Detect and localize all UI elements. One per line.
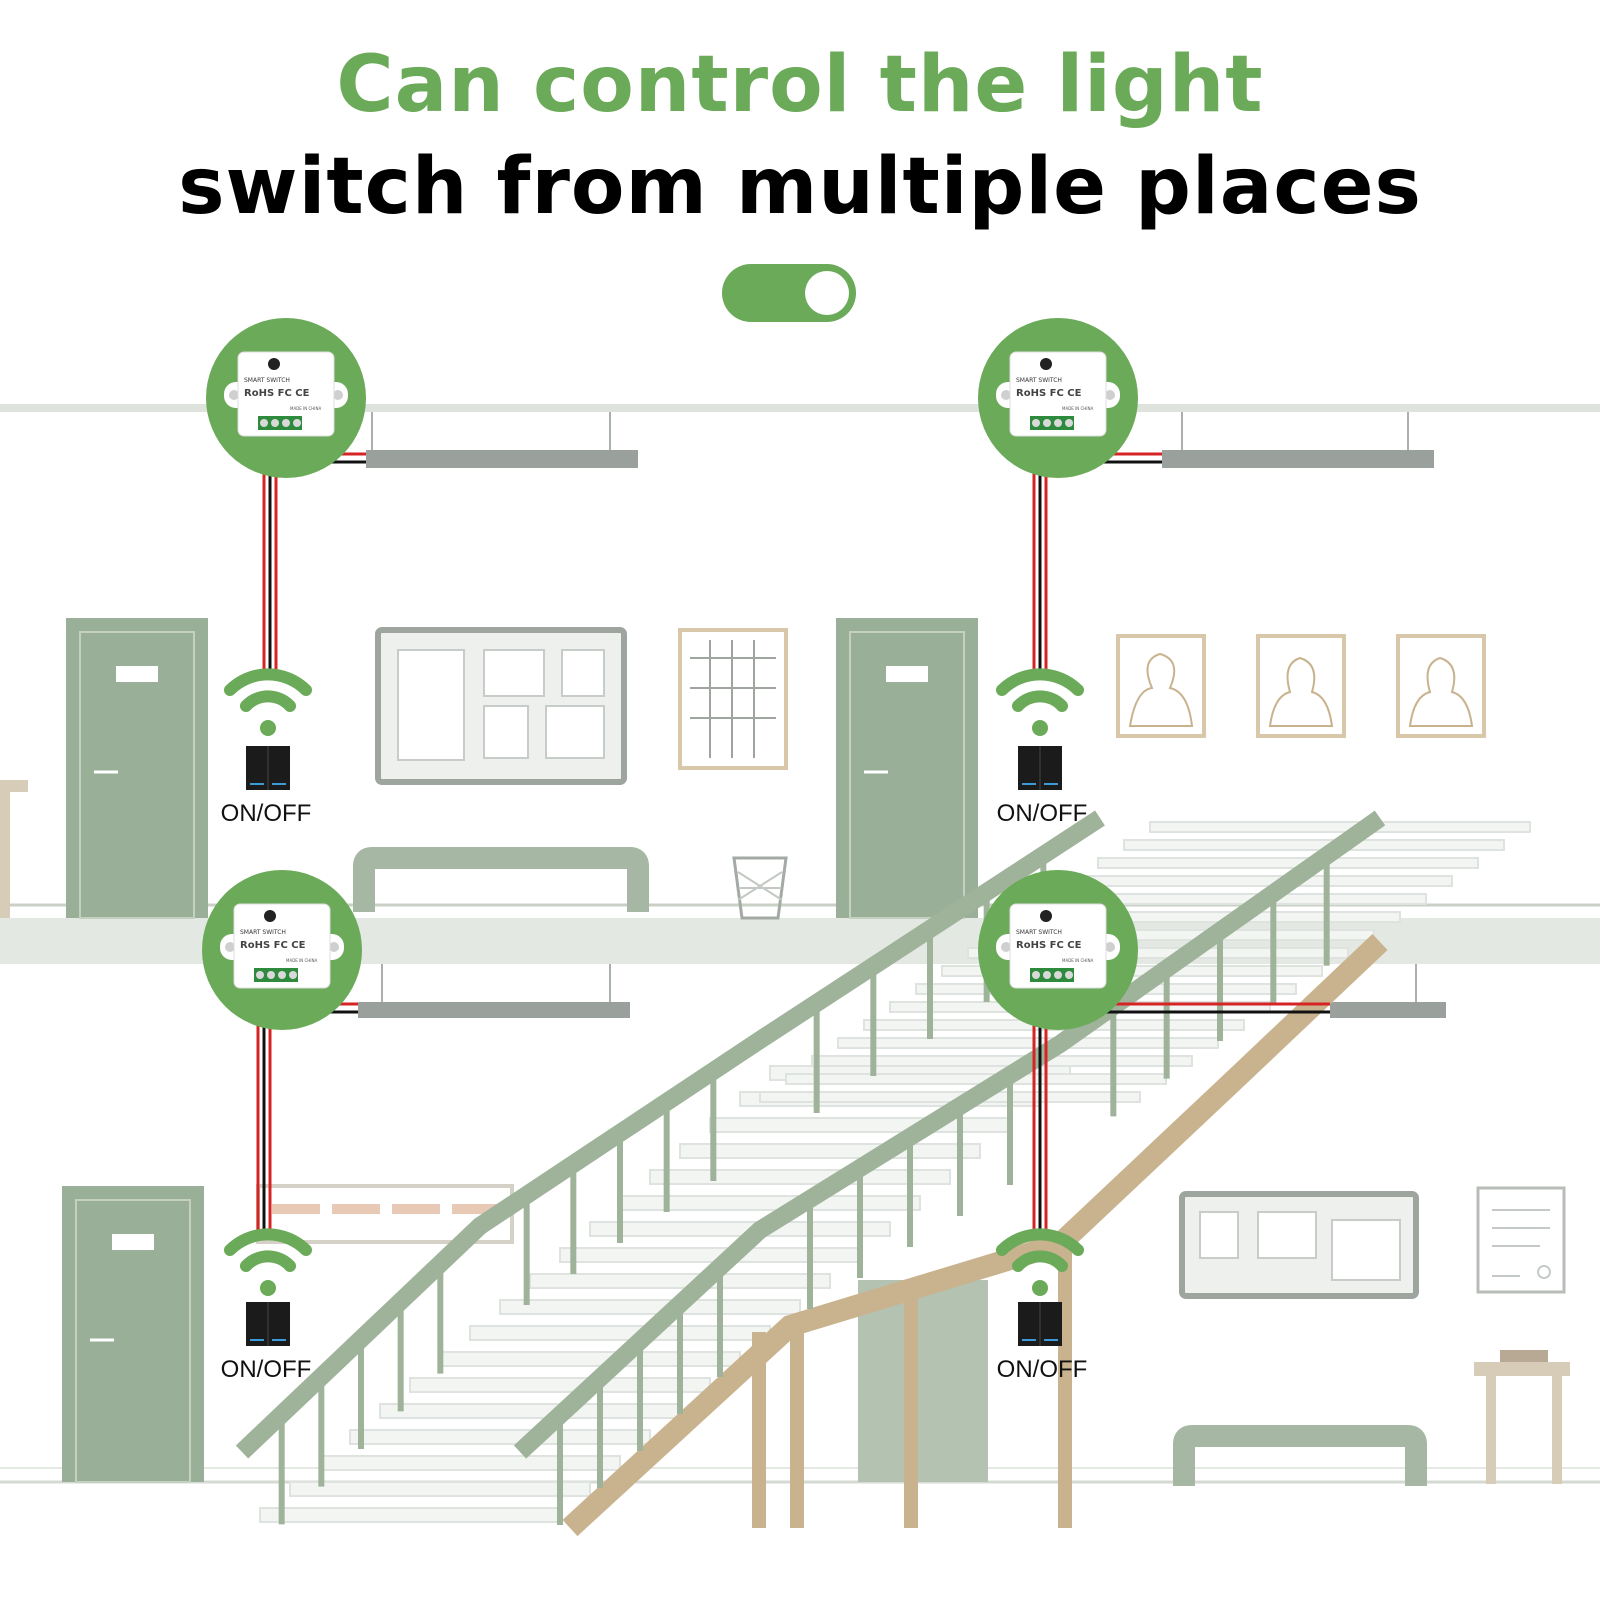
door: [836, 618, 978, 919]
bulletin-board: [375, 627, 627, 785]
certification-marks: RoHS FC CE: [240, 940, 306, 951]
smart-switch-module-top-left: SMART SWITCH RoHS FC CE MADE IN CHINA: [206, 318, 366, 478]
wastebasket: [732, 856, 788, 920]
toggle-knob: [805, 271, 849, 315]
door: [66, 618, 208, 919]
door: [62, 1186, 204, 1483]
door: [858, 1280, 988, 1482]
module-label: SMART SWITCH: [1016, 929, 1062, 936]
module-label: SMART SWITCH: [244, 377, 290, 384]
wall-frame: [678, 628, 788, 770]
smart-switch-module-top-right: SMART SWITCH RoHS FC CE MADE IN CHINA: [978, 318, 1138, 478]
wifi-icon: [996, 668, 1084, 736]
headline-line-2: switch from multiple places: [178, 142, 1422, 232]
smart-switch-module-bottom-right: SMART SWITCH RoHS FC CE MADE IN CHINA: [978, 870, 1138, 1030]
module-label: SMART SWITCH: [240, 929, 286, 936]
certification-marks: RoHS FC CE: [1016, 388, 1082, 399]
portrait-frames: [1116, 634, 1486, 738]
module-footer: MADE IN CHINA: [1062, 958, 1093, 963]
module-label: SMART SWITCH: [1016, 377, 1062, 384]
ceiling-lights: [358, 412, 1446, 1018]
wall-switch-icon: [1018, 1302, 1062, 1346]
ceiling-band: [0, 404, 1600, 412]
smart-switch-module-bottom-left: SMART SWITCH RoHS FC CE MADE IN CHINA: [202, 870, 362, 1030]
on-off-label: ON/OFF: [220, 1356, 312, 1383]
wall-switch-icon: [246, 1302, 290, 1346]
module-footer: MADE IN CHINA: [290, 406, 321, 411]
headline-line-1: Can control the light: [336, 40, 1264, 130]
bulletin-board: [1179, 1191, 1419, 1299]
certification-marks: RoHS FC CE: [1016, 940, 1082, 951]
on-off-label: ON/OFF: [996, 800, 1088, 827]
on-off-label: ON/OFF: [220, 800, 312, 827]
bench: [1173, 1425, 1427, 1486]
wifi-icon: [224, 668, 312, 736]
wifi-icon: [996, 1228, 1084, 1296]
certification-marks: RoHS FC CE: [244, 388, 310, 399]
bench: [353, 847, 649, 912]
wall-switch-icon: [246, 746, 290, 790]
wall-switch-icon: [1018, 746, 1062, 790]
wifi-icon: [224, 1228, 312, 1296]
toggle-switch-icon: [722, 264, 856, 322]
certificate-frame: [1476, 1186, 1566, 1294]
module-footer: MADE IN CHINA: [286, 958, 317, 963]
side-table: [0, 780, 1570, 1484]
on-off-label: ON/OFF: [996, 1356, 1088, 1383]
module-footer: MADE IN CHINA: [1062, 406, 1093, 411]
notice-rail: [256, 1184, 514, 1244]
